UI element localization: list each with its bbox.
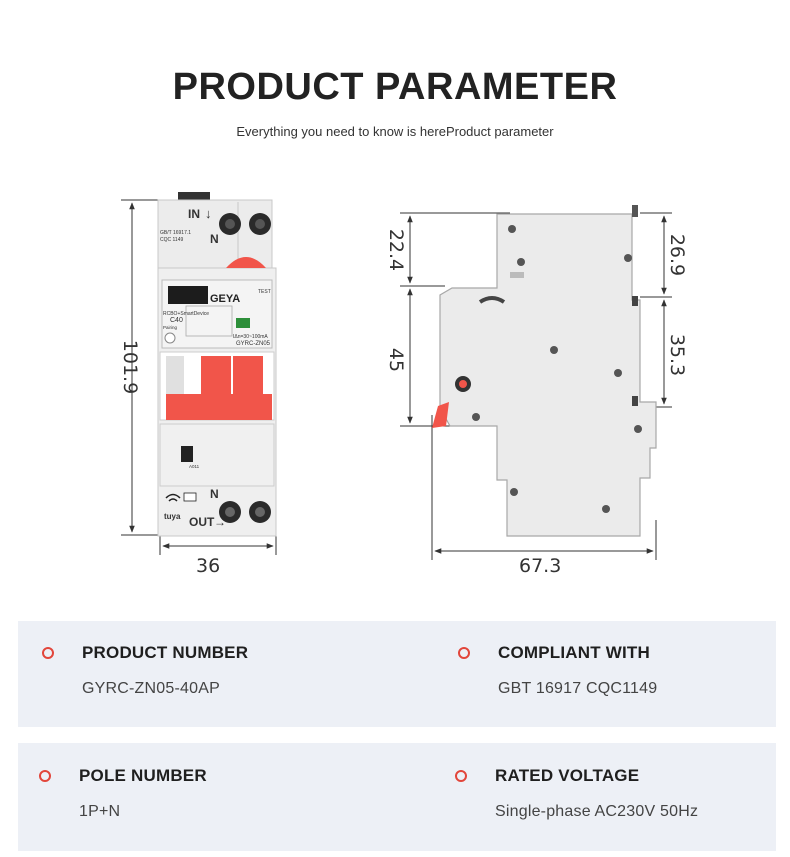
wifi-icon: [165, 493, 181, 499]
spec-value-compliant-with: GBT 16917 CQC1149: [498, 680, 658, 697]
bullet-icon: [39, 770, 51, 782]
page-title: PRODUCT PARAMETER: [172, 66, 618, 108]
brand-logo: GEYA: [210, 293, 240, 305]
test-button: [226, 257, 266, 268]
front-label-aux: A011: [189, 464, 200, 469]
spec-label-compliant-with: COMPLIANT WITH: [498, 643, 650, 662]
front-label-model: GYRC-ZN05: [236, 341, 271, 347]
dim-height: 101.9: [119, 339, 141, 395]
front-label-leakage: IΔn=30~100mA: [233, 334, 268, 340]
spec-label-pole-number: POLE NUMBER: [79, 766, 207, 785]
front-label-cert: CQC 1149: [160, 237, 183, 243]
page-subtitle: Everything you need to know is hereProdu…: [236, 124, 554, 139]
dim-depth: 67.3: [519, 555, 562, 577]
toggle-handle-right: [233, 356, 263, 396]
front-arrow-right-icon: →: [214, 515, 226, 529]
front-view-breaker: [157, 192, 277, 537]
spec-value-rated-voltage: Single-phase AC230V 50Hz: [495, 803, 699, 820]
spec-value-pole-number: 1P+N: [79, 803, 121, 820]
front-dimension-lines: [121, 199, 277, 555]
front-label-rating: C40: [170, 317, 183, 324]
status-led: [236, 318, 250, 328]
front-label-standard: GB/T 16917.1: [160, 230, 191, 236]
dim-width: 36: [196, 555, 221, 577]
front-label-out: OUT: [189, 515, 215, 529]
side-view-breaker: [432, 205, 657, 537]
front-label-pairing: Pairing: [163, 325, 178, 330]
side-handle: [432, 402, 449, 428]
front-label-n-top: N: [210, 232, 219, 246]
bullet-icon: [458, 647, 470, 659]
front-label-test: TEST: [258, 289, 271, 295]
front-label-in: IN: [188, 207, 200, 221]
front-label-type: RCBO+SmartDevice: [163, 311, 209, 317]
spec-card-row-1: PRODUCT NUMBER GYRC-ZN05-40AP COMPLIANT …: [18, 621, 776, 727]
front-label-app: tuya: [164, 512, 181, 521]
toggle-handle-left: [201, 356, 231, 396]
bullet-icon: [42, 647, 54, 659]
spec-label-product-number: PRODUCT NUMBER: [82, 643, 249, 662]
spec-card-row-2: POLE NUMBER 1P+N RATED VOLTAGE Single-ph…: [18, 743, 776, 851]
spec-value-product-number: GYRC-ZN05-40AP: [82, 680, 220, 697]
dim-right-top: 26.9: [666, 233, 688, 277]
side-dimension-lines: [400, 212, 672, 560]
front-arrow-down-icon: ↓: [205, 206, 212, 221]
front-label-n-bottom: N: [210, 487, 219, 501]
pairing-button: [164, 332, 176, 344]
display-screen: [168, 286, 208, 304]
dim-top-offset: 22.4: [385, 228, 407, 272]
toggle-bar: [166, 394, 272, 420]
spec-label-rated-voltage: RATED VOLTAGE: [495, 766, 640, 785]
dim-middle-height: 45: [385, 347, 407, 373]
dim-right-middle: 35.3: [666, 333, 688, 377]
bullet-icon: [455, 770, 467, 782]
product-drawing: IN ↓ N GB/T 16917.1 CQC 1149 TEST GEYA R…: [121, 192, 672, 560]
